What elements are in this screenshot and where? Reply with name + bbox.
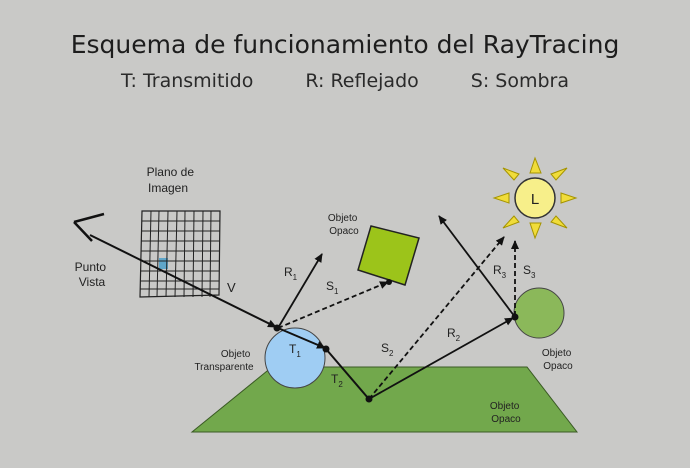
- ray-s2: [368, 236, 505, 400]
- legend-key: T:: [120, 70, 137, 92]
- opaque-cube: [357, 225, 420, 286]
- ground-plane-label-line: Objeto: [490, 401, 520, 412]
- legend: T: Transmitido R: Reflejado S: Sombra: [0, 70, 690, 92]
- ray-subscript: 2: [456, 334, 461, 343]
- cube-label-line: Objeto: [328, 213, 358, 224]
- legend-item-shadow: S: Sombra: [471, 70, 569, 92]
- rays: [89, 215, 519, 400]
- ray-letter: V: [227, 280, 236, 295]
- opaque-sphere-label: Objeto Opaco: [542, 348, 574, 372]
- eye-label-line: Punto: [75, 260, 107, 274]
- eye-icon: [73, 212, 105, 242]
- ray-subscript: 2: [389, 349, 394, 358]
- legend-label: Reflejado: [330, 70, 419, 92]
- ray-t2: [325, 348, 369, 399]
- ray-subscript: 1: [293, 273, 298, 282]
- transparent-sphere-label-line: Transparente: [194, 362, 254, 373]
- ground-plane-label-line: Opaco: [491, 414, 521, 425]
- ray-label-s1: S1: [326, 279, 339, 296]
- ground-plane-label: Objeto Opaco: [490, 401, 522, 425]
- opaque-sphere: [513, 287, 565, 339]
- ray-r2: [368, 317, 514, 400]
- ray-label-r1: R1: [284, 265, 298, 282]
- image-plane-label-line: Imagen: [148, 181, 188, 195]
- legend-key: S:: [470, 70, 490, 92]
- ray-label-s2: S2: [381, 341, 394, 358]
- image-plane-label-line: Plano de: [147, 165, 195, 179]
- ray-subscript: 1: [296, 350, 301, 359]
- ray-letter: T: [289, 342, 297, 356]
- legend-item-reflected: R: Reflejado: [305, 70, 418, 92]
- ray-r3: [438, 215, 516, 318]
- legend-item-transmitted: T: Transmitido: [121, 70, 253, 92]
- legend-key: R:: [305, 70, 325, 92]
- transparent-sphere: [264, 327, 326, 389]
- page-title: Esquema de funcionamiento del RayTracing: [70, 30, 620, 59]
- ray-label-r2: R2: [447, 326, 461, 343]
- ray-letter: R: [284, 265, 293, 279]
- opaque-sphere-label-line: Opaco: [543, 361, 573, 372]
- image-plane-grid: [139, 210, 221, 298]
- ray-s1: [277, 281, 389, 329]
- ray-letter: T: [331, 372, 339, 386]
- ray-subscript: 1: [334, 287, 339, 296]
- eye-label: Punto Vista: [75, 260, 110, 289]
- ray-label-r3: R3: [493, 263, 507, 280]
- ray-label-t1: T1: [289, 342, 301, 359]
- opaque-sphere-label-line: Objeto: [542, 348, 572, 359]
- image-plane-label: Plano de Imagen: [147, 165, 198, 195]
- ray-t1: [277, 327, 326, 349]
- transparent-sphere-label-line: Objeto: [221, 349, 251, 360]
- ray-label-v: V: [227, 280, 236, 295]
- cube-label: Objeto Opaco: [328, 213, 360, 237]
- ray-r1: [277, 253, 323, 329]
- ray-letter: S: [381, 341, 389, 355]
- ray-letter: R: [447, 326, 456, 340]
- ray-subscript: 3: [531, 271, 536, 280]
- ray-letter: S: [523, 263, 531, 277]
- eye-label-line: Vista: [79, 275, 106, 289]
- intersection-points: [273, 279, 519, 403]
- ray-label-s3: S3: [523, 263, 536, 280]
- ray-letter: R: [493, 263, 502, 277]
- ray-label-t2: T2: [331, 372, 343, 389]
- legend-label: Sombra: [495, 70, 569, 92]
- transparent-sphere-label: Objeto Transparente: [194, 349, 254, 373]
- light-source-icon: [492, 156, 578, 240]
- ray-letter: S: [326, 279, 334, 293]
- ray-v: [89, 234, 277, 328]
- ray-subscript: 3: [502, 271, 507, 280]
- cube-label-line: Opaco: [329, 226, 359, 237]
- legend-label: Transmitido: [142, 70, 254, 92]
- ray-subscript: 2: [338, 380, 343, 389]
- light-label: L: [531, 191, 539, 208]
